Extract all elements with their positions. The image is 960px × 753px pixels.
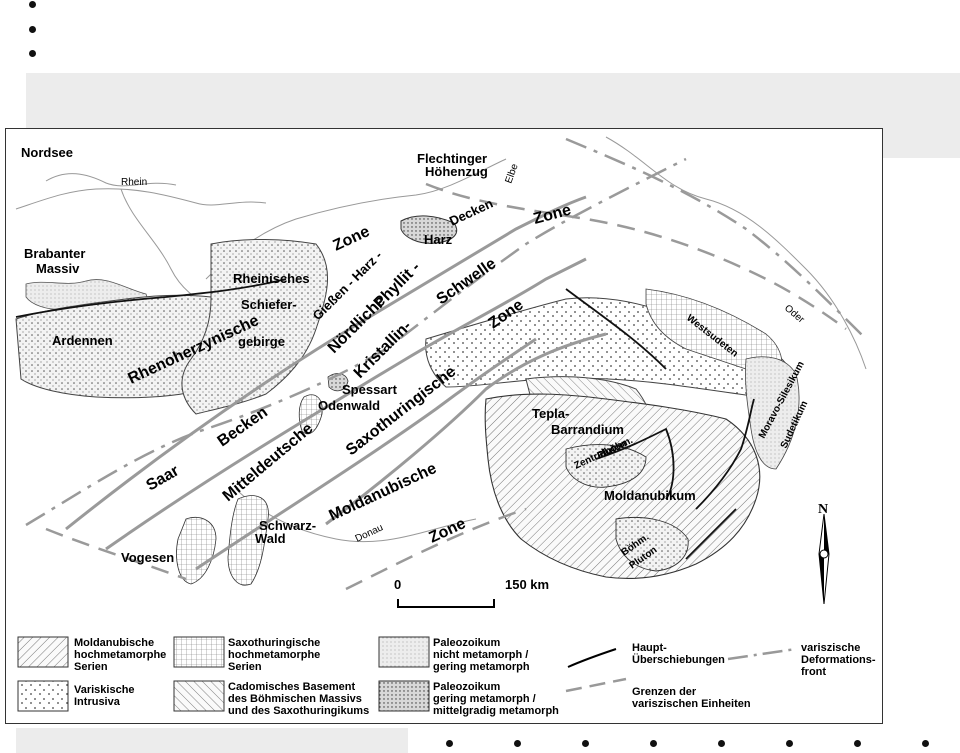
legend-saxothuringische-1: Saxothuringische	[228, 637, 320, 649]
legend-haupt-1: Haupt-	[632, 642, 667, 654]
label-elbe: Elbe	[503, 162, 520, 185]
footer-bullet	[650, 740, 657, 747]
label-brabanter-2: Massiv	[36, 261, 80, 276]
legend-moldanubische-3: Serien	[74, 661, 108, 673]
label-gebirge: gebirge	[238, 334, 285, 349]
label-zone-ph: Zone	[532, 202, 573, 228]
label-oder: Oder	[782, 303, 807, 326]
legend-moldanubische-2: hochmetamorphe	[74, 649, 166, 661]
label-nordsee: Nordsee	[21, 145, 73, 160]
label-harz: Harz	[424, 232, 453, 247]
label-tepla-1: Tepla-	[532, 406, 569, 421]
zentralboehm-pluton-unit	[565, 444, 647, 488]
legend-variszische-3: front	[801, 666, 826, 678]
footer-bullet	[582, 740, 589, 747]
zone-boundaries	[65, 195, 607, 571]
legend: Moldanubische hochmetamorphe Serien Saxo…	[17, 636, 876, 717]
legend-variskische-1: Variskische	[74, 684, 135, 696]
legend-saxothuringische-3: Serien	[228, 661, 262, 673]
legend-line-grenzen	[565, 677, 627, 693]
label-schwarz-1: Schwarz-	[259, 518, 316, 533]
moravo-silesikum-unit	[745, 356, 800, 470]
footer-bullet	[514, 740, 521, 747]
label-brabanter-1: Brabanter	[24, 246, 85, 261]
label-rhein: Rhein	[121, 177, 147, 188]
legend-paleo1-2: nicht metamorph /	[433, 649, 528, 661]
label-ardennen: Ardennen	[52, 333, 113, 348]
main-thrust-lines	[15, 278, 755, 560]
legend-swatch-moldanubische	[17, 636, 69, 668]
label-saar: Saar	[144, 462, 183, 494]
label-moldanubische: Moldanubische	[327, 460, 440, 525]
odenwald-unit	[298, 394, 323, 435]
label-schwarz-2: Wald	[255, 531, 286, 546]
label-flechtinger-1: Flechtinger	[417, 151, 487, 166]
legend-paleo1-3: gering metamorph	[433, 661, 530, 673]
legend-variszische-2: Deformations-	[801, 654, 876, 666]
label-phyllit: Phyllit -	[371, 259, 424, 312]
label-vogesen: Vogesen	[121, 550, 174, 565]
legend-paleo2-3: mittelgradig metamorph	[433, 705, 559, 717]
scale-start-label: 0	[394, 577, 401, 592]
footer-placeholder-bar	[16, 728, 408, 753]
legend-paleo2-2: gering metamorph /	[433, 693, 536, 705]
legend-cadomisches-2: des Böhmischen Massivs	[228, 693, 362, 705]
variszische-deformationsfront	[25, 137, 867, 527]
moldanubikum-unit	[484, 393, 761, 579]
legend-swatch-variskische	[17, 680, 69, 712]
variszische-grenzen	[45, 182, 847, 591]
label-zone-rh: Zone	[331, 223, 373, 255]
geologic-map: 0 150 km N Nordsee Brabanter Massiv Arde…	[5, 128, 883, 724]
legend-paleo2-1: Paleozoikum	[433, 681, 500, 693]
label-zone-md: Zone	[427, 515, 469, 547]
list-bullet	[29, 50, 36, 57]
legend-moldanubische-1: Moldanubische	[74, 637, 154, 649]
label-decken: Decken	[447, 196, 495, 229]
legend-swatch-cadomisches	[173, 680, 225, 712]
legend-swatch-paleo1	[378, 636, 430, 668]
label-schwelle: Schwelle	[434, 255, 500, 308]
legend-variskische-2: Intrusiva	[74, 696, 121, 708]
label-tepla-2: Barrandium	[551, 422, 624, 437]
legend-paleo1-1: Paleozoikum	[433, 637, 500, 649]
legend-saxothuringische-2: hochmetamorphe	[228, 649, 320, 661]
north-label: N	[818, 502, 828, 517]
footer-bullet	[718, 740, 725, 747]
north-arrow-icon	[818, 513, 830, 605]
legend-swatch-paleo2	[378, 680, 430, 712]
label-flechtinger-2: Höhenzug	[425, 164, 488, 179]
legend-line-deformationsfront	[727, 647, 797, 661]
label-spessart: Spessart	[342, 382, 398, 397]
vogesen-unit	[176, 517, 217, 585]
legend-haupt-2: Überschiebungen	[632, 653, 725, 666]
footer-bullet	[922, 740, 929, 747]
label-rheinisches: Rheinisches	[233, 271, 310, 286]
rheinisches-schiefergebirge-unit	[181, 238, 329, 415]
footer-bullet	[854, 740, 861, 747]
legend-grenzen-2: variszischen Einheiten	[632, 698, 751, 710]
legend-variszische-1: variszische	[801, 642, 860, 654]
legend-cadomisches-1: Cadomisches Basement	[228, 681, 355, 693]
scale-end-label: 150 km	[505, 577, 549, 592]
label-schiefer: Schiefer-	[241, 297, 297, 312]
footer-bullet	[446, 740, 453, 747]
scale-bar	[397, 599, 495, 608]
footer-bullet	[786, 740, 793, 747]
legend-cadomisches-3: und des Saxothuringikums	[228, 705, 369, 717]
legend-line-haupt	[567, 648, 617, 668]
boehm-pluton-unit	[615, 516, 689, 572]
list-bullet	[29, 26, 36, 33]
label-moldanubikum: Moldanubikum	[604, 488, 696, 503]
legend-grenzen-1: Grenzen der	[632, 686, 697, 698]
harz-unit	[400, 215, 458, 244]
schwarzwald-unit	[227, 495, 269, 586]
legend-swatch-saxothuringische	[173, 636, 225, 668]
list-bullet	[29, 1, 36, 8]
label-odenwald: Odenwald	[318, 398, 380, 413]
